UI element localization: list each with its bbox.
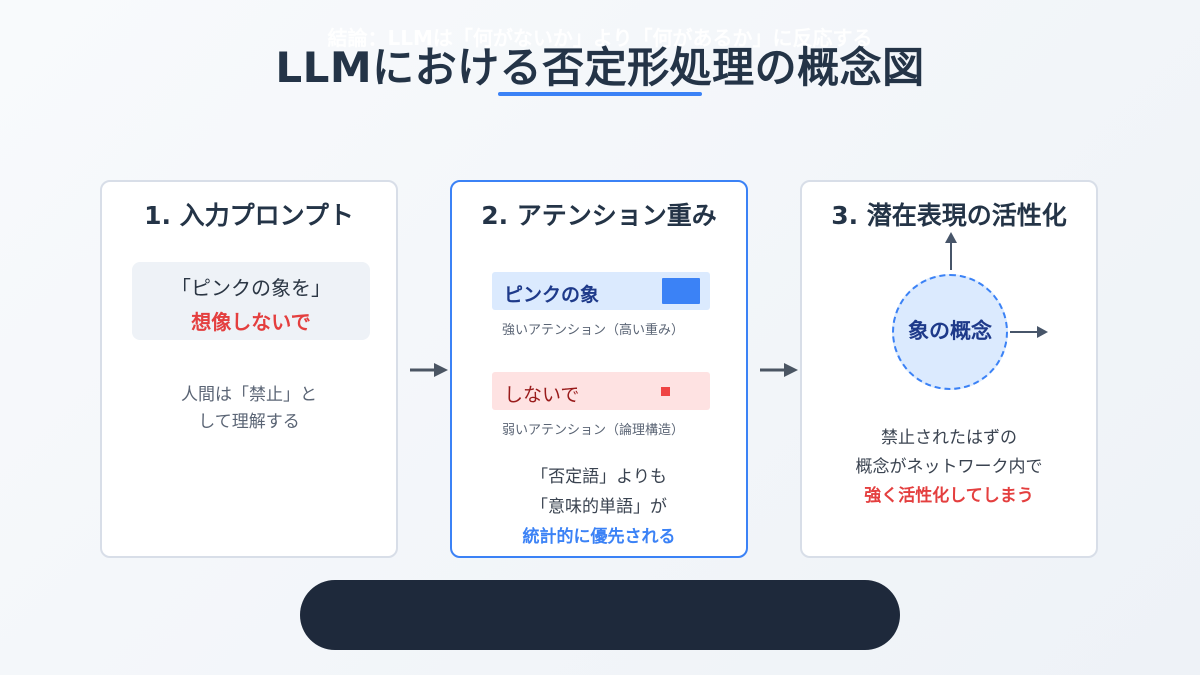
input-prompt-card-title: 1. 入力プロンプト [144, 201, 354, 230]
latent-activation-card: 3. 潜在表現の活性化 象の概念 禁止されたはずの 概念がネットワーク内で 強く… [800, 180, 1098, 558]
human-understanding-note-line-2: して理解する [198, 412, 300, 432]
high-attention-weight-block [662, 278, 700, 304]
activation-note-line-1: 禁止されたはずの [881, 428, 1017, 448]
latent-activation-card-title: 3. 潜在表現の活性化 [831, 201, 1067, 230]
prompt-example-line-2: 想像しないで [191, 310, 311, 334]
attention-weight-card: 2. アテンション重み ピンクの象 強いアテンション（高い重み） しないで 弱い… [450, 180, 748, 558]
flow-arrow-2 [760, 363, 798, 377]
title-underline [498, 92, 702, 96]
activation-note: 禁止されたはずの 概念がネットワーク内で 強く活性化してしまう [802, 424, 1096, 511]
elephant-concept-label: 象の概念 [908, 319, 992, 343]
flow-arrow-1 [410, 363, 448, 377]
human-understanding-note: 人間は「禁止」と して理解する [102, 382, 396, 436]
prompt-example-line-1: 「ピンクの象を」 [171, 276, 331, 300]
conclusion-text: 結論：LLMは「何がないか」より「何があるか」に反応する [327, 26, 873, 50]
activation-note-line-3: 強く活性化してしまう [864, 486, 1034, 506]
attention-weight-card-title: 2. アテンション重み [481, 201, 717, 230]
high-attention-caption: 強いアテンション（高い重み） [502, 323, 685, 338]
high-attention-token: ピンクの象 [504, 284, 600, 306]
attention-priority-note: 「否定語」よりも 「意味的単語」が 統計的に優先される [452, 462, 746, 552]
input-prompt-card: 1. 入力プロンプト 「ピンクの象を」 想像しないで 人間は「禁止」と して理解… [100, 180, 398, 558]
attention-priority-note-line-1: 「否定語」よりも [531, 467, 667, 487]
flow-arrow-1-head [434, 363, 448, 377]
elephant-concept-node: 象の概念 [892, 274, 1008, 390]
low-attention-caption: 弱いアテンション（論理構造） [502, 423, 685, 438]
activation-right-arrow-head [1037, 326, 1048, 338]
page-title: LLMにおける否定形処理の概念図 [275, 43, 925, 92]
activation-up-arrow [945, 232, 957, 270]
conclusion-banner [300, 580, 900, 650]
activation-up-arrow-head [945, 232, 957, 243]
human-understanding-note-line-1: 人間は「禁止」と [181, 385, 317, 405]
low-attention-weight-block [661, 387, 670, 396]
activation-right-arrow [1010, 326, 1048, 338]
activation-note-line-2: 概念がネットワーク内で [855, 457, 1043, 477]
attention-priority-note-line-3: 統計的に優先される [522, 527, 676, 547]
prompt-example-box: 「ピンクの象を」 想像しないで [132, 262, 370, 340]
attention-priority-note-line-2: 「意味的単語」が [531, 497, 667, 517]
flow-arrow-2-head [784, 363, 798, 377]
low-attention-bar: しないで [492, 372, 710, 410]
high-attention-bar: ピンクの象 [492, 272, 710, 310]
low-attention-token: しないで [504, 384, 580, 406]
